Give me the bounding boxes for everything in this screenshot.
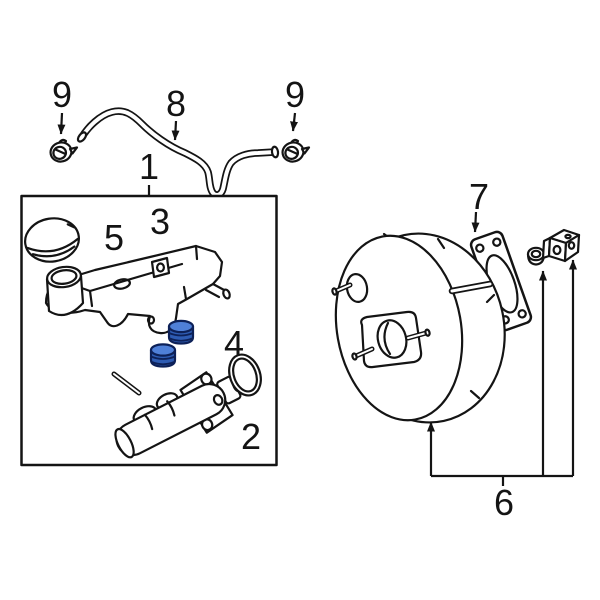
callout-8[interactable]: 8 bbox=[165, 83, 187, 124]
callout-5[interactable]: 5 bbox=[103, 217, 125, 258]
reservoir-cap[interactable] bbox=[22, 215, 82, 266]
booster-gasket[interactable] bbox=[469, 230, 533, 332]
mounting-nut[interactable] bbox=[526, 246, 546, 266]
brake-fluid-reservoir[interactable] bbox=[44, 244, 231, 335]
master-cylinder[interactable] bbox=[107, 356, 264, 472]
retaining-pin[interactable] bbox=[111, 371, 142, 396]
callout-4[interactable]: 4 bbox=[223, 323, 245, 364]
callout-6[interactable]: 6 bbox=[493, 482, 515, 523]
arrow-7 bbox=[471, 211, 480, 233]
callout-7[interactable]: 7 bbox=[468, 176, 490, 217]
hose-clamp-left[interactable] bbox=[49, 138, 79, 164]
callout-9-right[interactable]: 9 bbox=[284, 74, 306, 115]
booster-stud-right bbox=[405, 328, 431, 341]
arrow-8 bbox=[171, 120, 180, 141]
callout-1[interactable]: 1 bbox=[138, 146, 160, 187]
reservoir-grommet-lower[interactable] bbox=[149, 343, 177, 368]
callout-9-left[interactable]: 9 bbox=[51, 74, 73, 115]
booster-pushrod bbox=[448, 280, 494, 295]
hose-clamp-right[interactable] bbox=[281, 138, 311, 164]
mounting-bracket[interactable] bbox=[541, 228, 581, 263]
reservoir-grommet-upper[interactable] bbox=[167, 319, 195, 345]
booster-stud-upper bbox=[331, 273, 369, 303]
o-ring[interactable] bbox=[224, 350, 267, 400]
booster-stud-lower bbox=[351, 346, 375, 361]
callout-3[interactable]: 3 bbox=[149, 201, 171, 242]
brake-booster[interactable] bbox=[322, 218, 522, 437]
arrow-9-right bbox=[290, 112, 299, 132]
vacuum-hose[interactable] bbox=[76, 107, 280, 199]
arrow-9-left bbox=[57, 112, 66, 135]
callout-2[interactable]: 2 bbox=[240, 416, 262, 457]
